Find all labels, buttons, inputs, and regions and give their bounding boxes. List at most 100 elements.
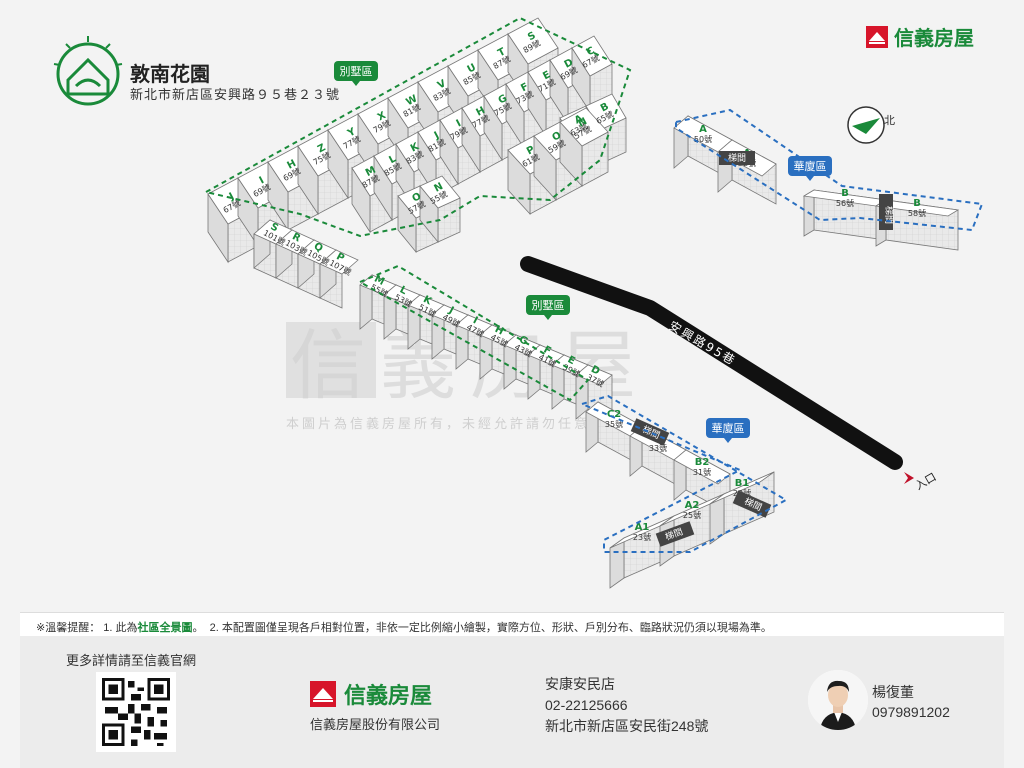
zone-badge-pointer [544,315,552,320]
unit-letter: P [334,251,346,264]
building-side-face [609,537,625,589]
zone-outline [579,394,789,553]
community-name: 敦南花園 [130,64,210,86]
zone-badge-pointer [352,81,360,86]
unit-letter: S [526,30,538,43]
building-roof [709,471,775,505]
unit-letter: Z [316,142,328,155]
building-roof [419,175,461,209]
notice-highlight: 社區全景圖 [137,622,193,634]
agent-phone[interactable]: 0979891202 [872,704,950,720]
zone-badge [526,295,570,315]
unit-letter: A [699,124,707,135]
zone-outline [675,108,984,232]
unit-number: 33號 [649,443,667,453]
unit-number: 25號 [683,510,701,520]
unit-number: 23號 [633,532,651,542]
stairwell-block [655,521,695,547]
unit-letter: J [446,305,455,317]
brand-mark-icon [866,25,888,48]
compass-label: 北 [884,114,895,127]
unit-number: 56號 [836,198,854,208]
notice-item1a: 1. 此為 [103,622,138,634]
unit-letter: I [258,175,266,186]
unit-letter: B [913,198,921,209]
villa-row-srqp-unit [319,249,359,309]
zone-badge [334,61,378,81]
building-roof [559,107,609,147]
brand-name-top: 信義房屋 [894,28,974,50]
entrance-arrow-icon [904,472,914,484]
zone-badge [788,156,832,176]
unit-number: 58號 [908,208,926,218]
zone-badge-label: 華廈區 [712,421,745,435]
villa-row-pon-unit [559,107,609,188]
road-label: 安興路95巷 [667,318,740,369]
store-name: 安康安民店 [545,676,615,692]
unit-letter: W [404,93,419,108]
agent-name: 楊復董 [872,684,914,700]
unit-letter: F [542,344,553,357]
villa-row-on-unit [419,175,461,244]
unit-number: 50號 [694,134,712,144]
store-address: 新北市新店區安民街248號 [545,718,709,734]
stairwell-block [732,490,772,518]
community-logo [48,34,128,114]
building-roof [673,449,731,485]
unit-letter: L [387,153,398,166]
unit-letter: J [432,130,441,142]
unit-number: 31號 [693,467,711,477]
unit-letter: P [525,144,537,157]
zone-badge [706,418,750,438]
watermark-notice: 本圖片為信義房屋所有，未經允許請勿任意使用 [286,416,622,432]
stairwell-label: 梯間 [728,152,746,164]
unit-letter: A2 [685,500,700,511]
unit-letter: E [566,354,577,367]
unit-letter: B1 [735,478,750,489]
more-info-text: 更多詳情請至信義官網 [66,653,197,668]
unit-letter: M [364,165,378,179]
unit-letter: C2 [607,409,621,420]
store-info: 安康安民店 02-22125666 新北市新店區安民街248號 [545,674,708,737]
unit-letter: I [455,118,463,129]
zone-badge-pointer [806,176,814,181]
unit-letter: M [372,274,386,288]
unit-letter: B [599,101,611,114]
zone-outline [357,264,590,402]
footer: 更多詳情請至信義官網 信義房屋 信義房屋股份有限公司 [20,636,1004,768]
agent-avatar [808,670,868,730]
unit-letter: A1 [635,522,650,533]
unit-letter: T [496,46,507,59]
unit-letter: S [268,221,280,234]
mansion-ne-b-unit [802,189,888,241]
villa-row-long-unit [575,364,613,420]
unit-number: 35號 [605,419,623,429]
stairwell-block [630,418,670,446]
agent-info: 楊復董 0979891202 [872,682,950,722]
brand-mark-icon [310,681,336,707]
unit-letter: B2 [695,457,710,468]
unit-letter: C [585,45,597,58]
road-line [520,256,903,470]
brand-logo-top: 信義房屋 [866,22,974,51]
unit-letter: F [519,81,530,94]
qr-code[interactable] [96,672,176,752]
store-phone[interactable]: 02-22125666 [545,697,628,713]
watermark-mark-icon [286,322,376,398]
entrance-label: 入口 [913,470,939,492]
notice-item1b: 。 [192,622,204,634]
zone-badge-pointer [724,438,732,443]
zone-badge-label: 別墅區 [340,65,373,78]
compass-needle-icon [852,118,880,134]
brand-block: 信義房屋 信義房屋股份有限公司 [310,678,440,733]
unit-letter: E [541,69,552,82]
brand-name: 信義房屋 [344,683,433,708]
zone-badge-label: 華廈區 [794,159,827,173]
building-roof [571,35,613,77]
unit-letter: B [841,188,849,199]
unit-letter: L [398,284,409,297]
building-roof [575,364,613,386]
notice-bar: ※溫馨提醒： 1. 此為社區全景圖。 2. 本配置圖僅呈現各戶相對位置，非依一定… [20,612,1004,636]
stairwell-label: 梯間 [883,206,895,224]
